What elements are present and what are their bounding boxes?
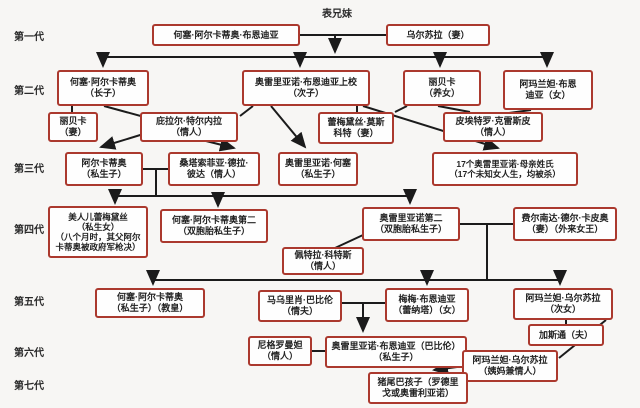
node-seventeen-aurelianos: 17个奥雷里亚诺·母亲姓氏 （17个未知女人生，均被杀） xyxy=(432,152,578,186)
generation-5-label: 第五代 xyxy=(14,297,44,308)
node-mauricio-babilonia-lover: 马乌里肖·巴比伦 （情夫） xyxy=(258,290,342,322)
generation-3-label: 第三代 xyxy=(14,164,44,175)
node-amaranta-buendia: 阿玛兰妲·布恩 迪亚（女） xyxy=(503,70,593,110)
generation-7-label: 第七代 xyxy=(14,381,44,392)
node-pilar-ternera-lover: 庇拉尔·特尔内拉 （情人） xyxy=(140,112,238,142)
node-petra-cotes-lover: 佩特拉·科特斯 （情人） xyxy=(282,247,364,275)
node-jose-arcadio-pope: 何塞·阿尔卡蒂奥 （私生子）（教皇） xyxy=(95,288,205,318)
generation-6-label: 第六代 xyxy=(14,348,44,359)
node-jose-arcadio-segundo: 何塞·阿尔卡蒂奥第二 （双胞胎私生子） xyxy=(160,209,268,243)
node-rebeca-wife: 丽贝卡 （妻） xyxy=(48,112,98,142)
node-meme-buendia: 梅梅·布恩迪亚 （蕾纳塔）（女） xyxy=(385,288,469,322)
generation-1-label: 第一代 xyxy=(14,32,44,43)
node-amaranta-ursula: 阿玛兰妲·乌尔苏拉 （次女） xyxy=(513,288,613,320)
node-gaston-husband: 加斯通（夫） xyxy=(528,324,604,346)
node-jose-arcadio-buendia: 何塞·阿尔卡蒂奥·布恩迪亚 xyxy=(152,24,300,46)
node-remedios-the-beauty: 美人儿蕾梅黛丝 （私生女） （八个月时，其父阿尔 卡蒂奥被政府军枪决） xyxy=(48,206,148,258)
node-arcadio-illegitimate-son: 阿尔卡蒂奥 （私生子） xyxy=(65,152,143,186)
node-pigtail-child: 猪尾巴孩子（罗德里 戈或奥雷利亚诺） xyxy=(368,372,468,404)
node-colonel-aureliano-buendia: 奥雷里亚诺·布恩迪亚上校 （次子） xyxy=(242,70,370,106)
node-aureliano-segundo: 奥雷里亚诺第二 （双胞胎私生子） xyxy=(362,207,460,241)
node-amaranta-ursula-aunt-lover: 阿玛兰妲·乌尔苏拉 （姨妈兼情人） xyxy=(462,350,558,382)
node-remedios-moscote-wife: 蕾梅黛丝·莫斯 科特（妻） xyxy=(318,112,394,144)
node-aureliano-babilonia: 奥雷里亚诺·布恩迪亚（巴比伦） （私生子） xyxy=(325,336,467,368)
node-nigromanta-lover: 尼格罗曼妲 （情人） xyxy=(248,336,312,366)
node-rebeca-adopted-daughter: 丽贝卡 （养女） xyxy=(403,70,481,106)
node-santa-sofia-lover: 桑塔索菲亚·德拉· 彼达（情人） xyxy=(168,152,260,186)
node-pietro-crespi-lover: 皮埃特罗·克雷斯皮 （情人） xyxy=(443,112,543,142)
generation-4-label: 第四代 xyxy=(14,225,44,236)
node-fernanda-del-carpio-wife: 费尔南达·德尔·卡皮奥 （妻）（外来女王） xyxy=(513,207,617,241)
node-ursula-wife: 乌尔苏拉（妻） xyxy=(386,24,490,46)
cousins-relationship-label: 表兄妹 xyxy=(322,9,352,20)
generation-2-label: 第二代 xyxy=(14,86,44,97)
node-aureliano-jose: 奥雷里亚诺·何塞 （私生子） xyxy=(278,152,358,186)
node-jose-arcadio-eldest-son: 何塞·阿尔卡蒂奥 （长子） xyxy=(57,70,149,106)
